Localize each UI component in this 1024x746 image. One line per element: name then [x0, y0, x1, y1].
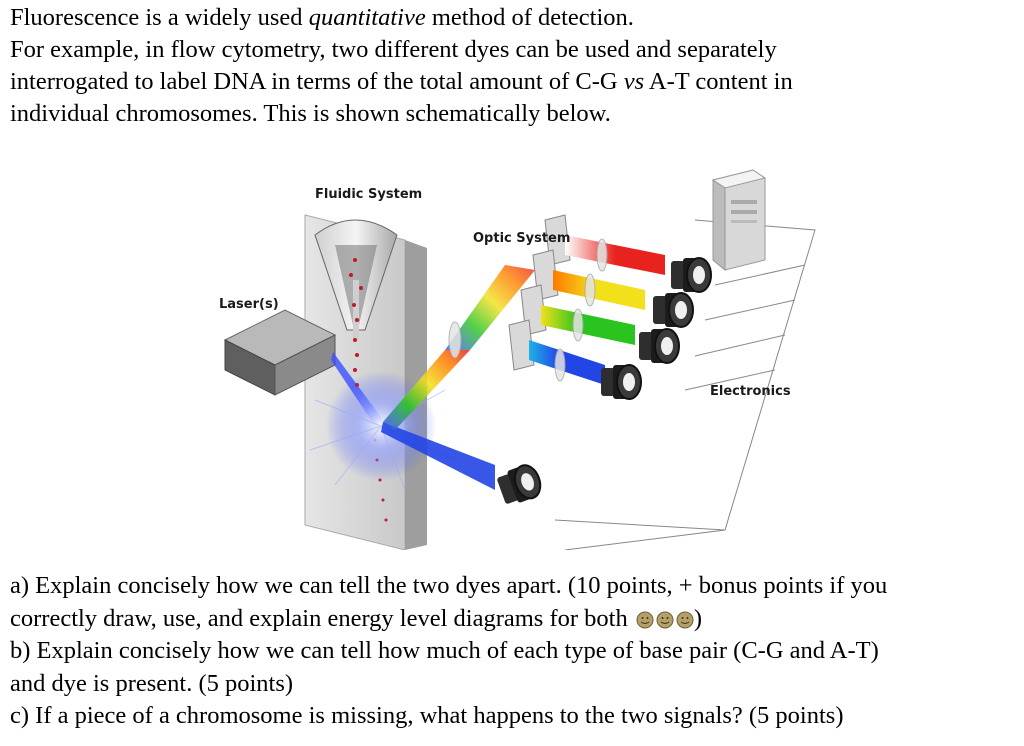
flow-nozzle-icon — [314, 219, 398, 340]
lenses — [448, 238, 608, 382]
yellow-beam — [553, 270, 645, 310]
smiley-icon — [656, 611, 674, 629]
laser-box-icon — [223, 309, 337, 396]
label-fluidic-system: Fluidic System — [315, 187, 422, 202]
question-a-line-1: a) Explain concisely how we can tell the… — [10, 572, 888, 599]
question-list: a) Explain concisely how we can tell the… — [10, 570, 1022, 733]
question-b-line-1: b) Explain concisely how we can tell how… — [10, 637, 879, 664]
blue-beam — [529, 340, 605, 385]
flow-cytometry-diagram: Fluidic System Optic System Laser(s) Ele… — [205, 160, 825, 550]
smiley-emoji-icons — [636, 611, 694, 629]
intro-line-2: For example, in flow cytometry, two diff… — [10, 36, 777, 63]
intro-line-4: individual chromosomes. This is shown sc… — [10, 100, 611, 127]
intro-line-3: interrogated to label DNA in terms of th… — [10, 66, 1015, 98]
computer-tower-icon — [711, 169, 767, 272]
emphasis-vs: vs — [623, 68, 645, 95]
smiley-icon — [676, 611, 694, 629]
intro-text: Fluorescence is a widely used quantitati… — [10, 2, 1015, 130]
green-beam — [541, 305, 635, 345]
question-b-line-2: and dye is present. (5 points) — [10, 669, 294, 697]
dichroic-mirrors — [508, 214, 571, 371]
forward-beam — [381, 422, 495, 490]
intro-text-span: method of detection. — [425, 4, 634, 31]
label-optic-system: Optic System — [473, 231, 570, 246]
question-text-span: ) — [693, 604, 703, 632]
intro-text-span: A-T content in — [644, 68, 793, 95]
label-lasers: Laser(s) — [219, 297, 279, 312]
intro-line-1: Fluorescence is a widely used quantitati… — [10, 2, 1015, 34]
diagram-svg: Fluidic System Optic System Laser(s) Ele… — [219, 169, 816, 550]
intro-text-span: Fluorescence is a widely used — [10, 4, 309, 31]
red-beam — [565, 235, 665, 275]
emission-beam — [383, 350, 470, 430]
emphasis-quantitative: quantitative — [308, 4, 426, 31]
smiley-icon — [636, 611, 654, 629]
intro-text-span: interrogated to label DNA in terms of th… — [10, 68, 624, 95]
label-electronics: Electronics — [710, 384, 791, 399]
question-c-line-1: c) If a piece of a chromosome is missing… — [10, 702, 844, 729]
question-a-line-2: correctly draw, use, and explain energy … — [10, 603, 1022, 636]
question-text-span: correctly draw, use, and explain energy … — [10, 604, 634, 632]
